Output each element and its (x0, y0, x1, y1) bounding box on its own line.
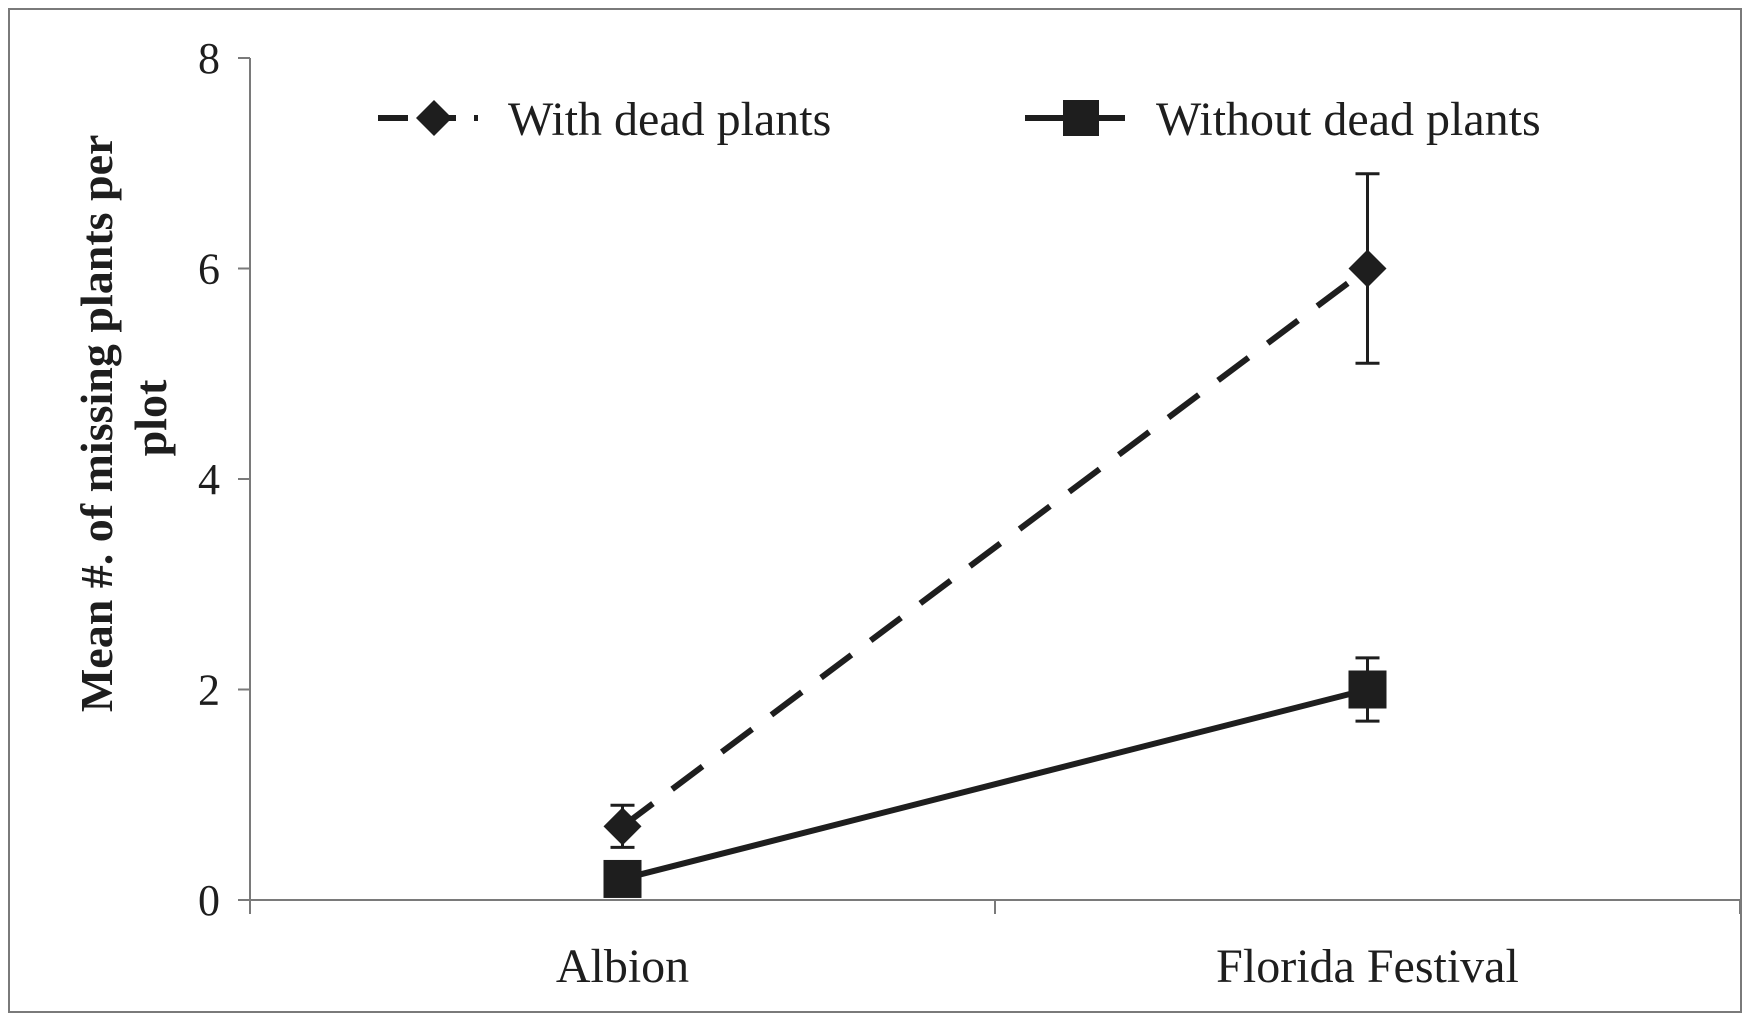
legend-marker (416, 100, 452, 136)
y-axis-title: Mean #. of missing plants per plot (71, 124, 176, 712)
category-labels: Albion Florida Festival (556, 940, 1519, 993)
legend: With dead plants Without dead plants (378, 93, 1541, 146)
axes (238, 58, 1741, 914)
y-tick-label: 0 (198, 876, 220, 925)
data-point (1348, 670, 1387, 709)
chart-frame (8, 8, 1742, 1013)
data-point (603, 859, 642, 898)
series-line (621, 686, 1369, 882)
x-category-label: Albion (556, 940, 689, 993)
legend-item-2: Without dead plants (1025, 93, 1541, 146)
y-tick-label: 8 (198, 34, 220, 83)
y-axis-title-line-1: Mean #. of missing plants per (71, 135, 122, 712)
y-tick-label: 2 (198, 666, 220, 715)
y-tick-label: 6 (198, 245, 220, 294)
y-axis-title-line-2: plot (125, 379, 176, 456)
legend-label: Without dead plants (1156, 93, 1541, 146)
data-point (1348, 249, 1387, 288)
series-layer (603, 172, 1387, 898)
series-2 (603, 656, 1387, 898)
x-category-label: Florida Festival (1216, 940, 1519, 993)
legend-marker (1063, 100, 1099, 136)
y-tick-label: 4 (198, 455, 220, 504)
series-line (620, 266, 1370, 829)
data-point (603, 807, 642, 846)
legend-item-1: With dead plants (378, 93, 831, 146)
legend-label: With dead plants (508, 93, 831, 146)
series-1 (603, 172, 1387, 849)
y-ticks: 0 2 4 6 8 (198, 34, 250, 925)
